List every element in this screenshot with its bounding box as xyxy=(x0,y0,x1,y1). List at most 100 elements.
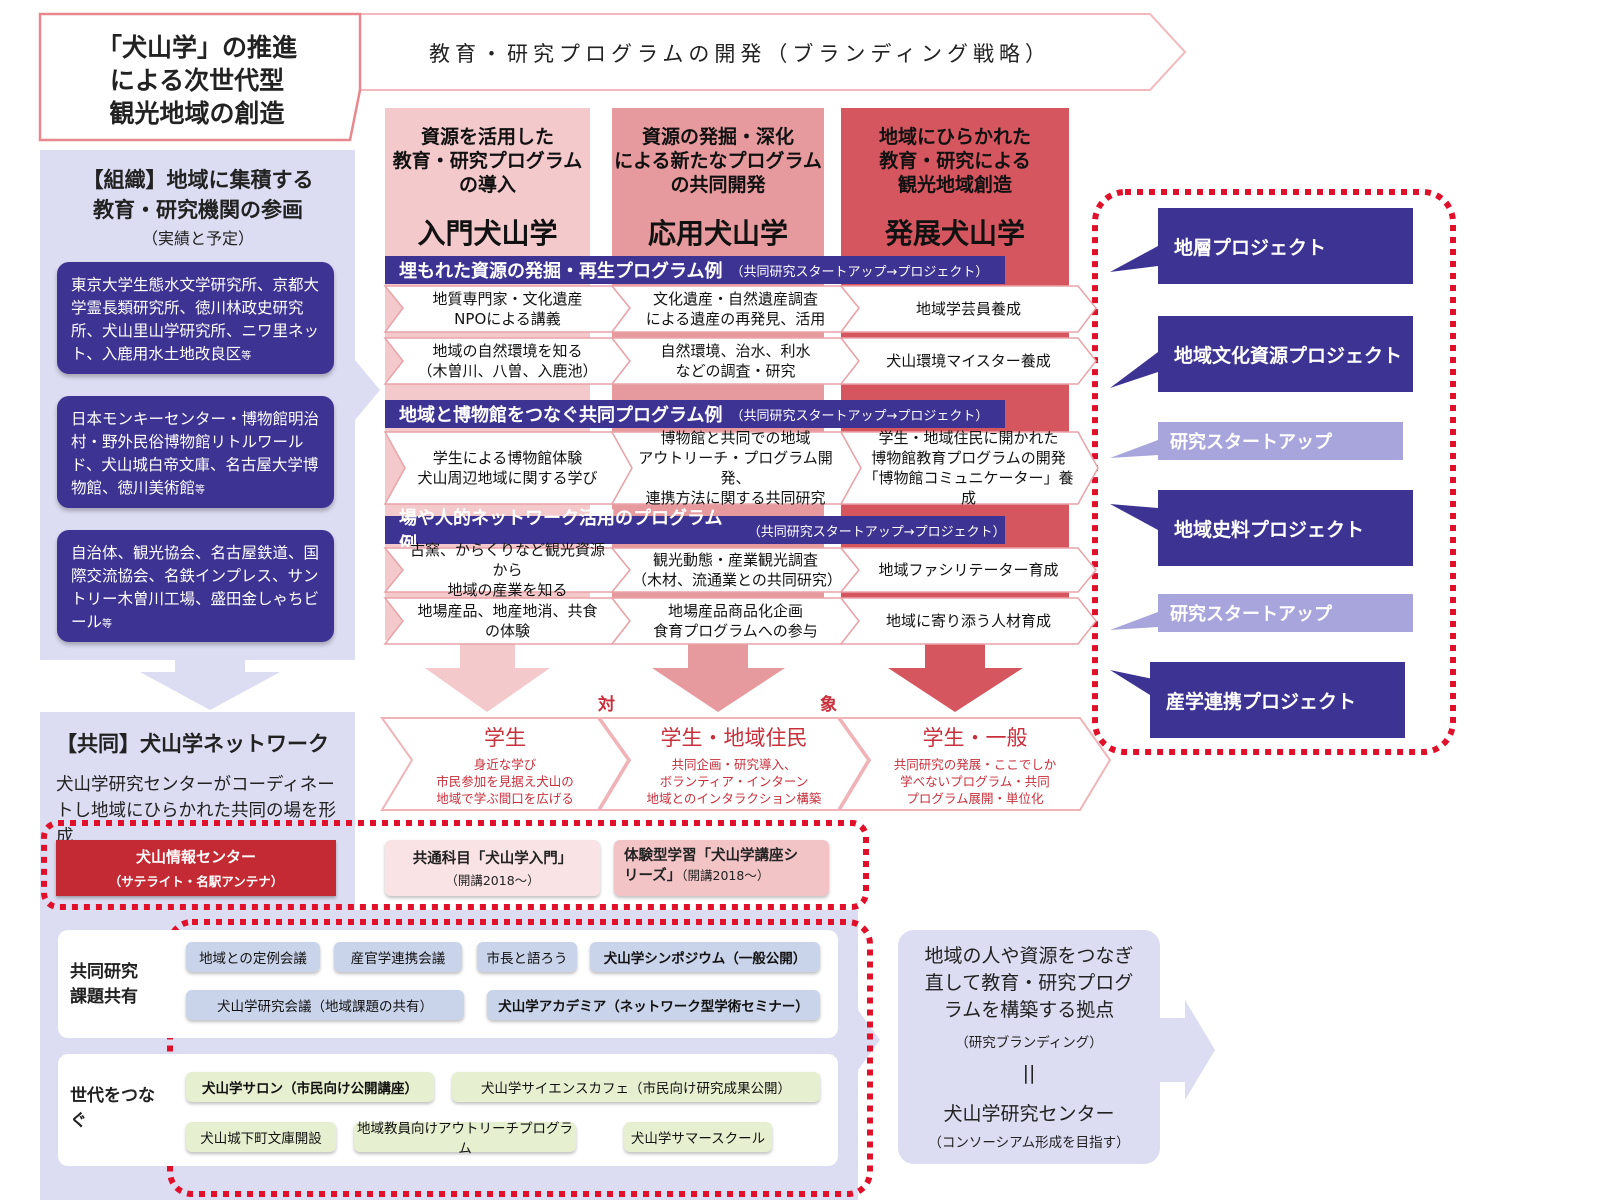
course-experience-box: 体験型学習「犬山学講座シ リーズ」（開講2018～） xyxy=(614,840,829,896)
program-cell: 地域の自然環境を知る （木曽川、八曽、入鹿池） xyxy=(417,342,598,380)
chevron xyxy=(839,285,1097,333)
band-1-header: 埋もれた資源の発掘・再生プログラム例 （共同研究スタートアップ→プロジェクト） xyxy=(385,256,1005,284)
pill-academia: 犬山学アカデミア（ネットワーク型学術セミナー） xyxy=(487,990,820,1020)
projects-dotted-frame xyxy=(1092,189,1456,755)
band-1-title: 埋もれた資源の発掘・再生プログラム例 xyxy=(399,261,723,282)
down-arrow xyxy=(140,660,280,710)
research-startup-2: 研究スタートアップ xyxy=(1158,594,1413,632)
main-title: 「犬山学」の推進 による次世代型 観光地域の創造 xyxy=(96,32,297,128)
program-cell: 地域ファシリテーター育成 xyxy=(878,561,1059,579)
band-3-header: 場や人的ネットワーク活用のプログラム例（共同研究スタートアップ→プロジェクト） xyxy=(385,508,1006,555)
pill-summer-school: 犬山学サマースクール xyxy=(624,1122,772,1152)
target-3-sub: 共同研究の発展・ここでしか 学べないプログラム・共同 プログラム展開・単位化 xyxy=(893,756,1057,806)
org-subtitle: （実績と予定） xyxy=(141,229,254,248)
target-chevron-2 xyxy=(598,717,870,811)
target-2-sub: 共同企画・研究導入、 ボランティア・インターン 地域とのインタラクション構築 xyxy=(646,756,822,806)
target-1-sub: 身近な学び 市民参加を見据え犬山の 地域で学ぶ間口を広げる xyxy=(436,756,574,806)
pill-mayor-talk: 市長と語ろう xyxy=(477,942,577,972)
pill-regional-meeting: 地域との定例会議 xyxy=(186,942,320,972)
pointer-1 xyxy=(1110,246,1158,272)
hub-center-sub: （コンソーシアム形成を目指す） xyxy=(928,1135,1130,1151)
band-2-note: （共同研究スタートアップ→プロジェクト） xyxy=(730,408,989,424)
org-suffix: 等 xyxy=(102,619,113,630)
column-3-title: 地域にひらかれた 教育・研究による 観光地域創造 xyxy=(878,126,1031,196)
pill-science-cafe: 犬山学サイエンスカフェ（市民向け研究成果公開） xyxy=(452,1072,820,1102)
column-1-title: 資源を活用した 教育・研究プログラム の導入 xyxy=(392,126,583,196)
program-cell: 学生による博物館体験 犬山周辺地域に関する学び xyxy=(417,449,598,487)
target-chevron-1 xyxy=(380,717,630,811)
column-1-name: 入門犬山学 xyxy=(417,217,558,250)
pointer-2 xyxy=(1110,352,1158,388)
program-cell: 古窯、からくりなど観光資源から 地域の産業を知る xyxy=(409,541,605,599)
chevron xyxy=(839,337,1097,385)
info-center-title: 犬山情報センター xyxy=(135,848,256,866)
target-2-title: 学生・地域住民 xyxy=(660,726,808,750)
hub-box xyxy=(898,930,1160,1164)
target-3-title: 学生・一般 xyxy=(922,726,1028,750)
hub-arrow xyxy=(1160,1000,1215,1100)
network-title: 【共同】犬山学ネットワーク xyxy=(56,732,329,756)
education-label: 世代をつなぐ 地域人教育 xyxy=(70,1086,155,1131)
org-box-universities: 東京大学生態水文学研究所、京都大学霊長類研究所、徳川林政史研究所、犬山里山学研究… xyxy=(57,262,334,374)
program-cell: 地域に寄り添う人材育成 xyxy=(885,612,1051,630)
program-cell: 地場産品商品化企画 食育プログラムへの参与 xyxy=(653,602,818,640)
band-3-note: （共同研究スタートアップ→プロジェクト） xyxy=(747,524,1006,540)
program-cell: 地域学芸員養成 xyxy=(915,300,1021,318)
org-suffix: 等 xyxy=(241,351,252,362)
course-intro-box: 共通科目「犬山学入門」 （開講2018～） xyxy=(385,840,600,896)
project-historical-documents: 地域史料プロジェクト xyxy=(1158,490,1413,566)
course-experience-title: 体験型学習「犬山学講座シ リーズ」 xyxy=(624,848,798,884)
pill-symposium: 犬山学シンポジウム（一般公開） xyxy=(590,942,820,972)
chevron xyxy=(839,547,1097,593)
column-arrow-1 xyxy=(425,640,550,712)
hub-equals: || xyxy=(1022,1062,1036,1084)
pointer-5 xyxy=(1110,612,1158,630)
program-cell: 地質専門家・文化遺産 NPOによる講義 xyxy=(432,290,583,328)
column-2-title: 資源の発掘・深化 による新たなプログラム の共同開発 xyxy=(614,126,822,196)
column-arrow-2 xyxy=(652,640,785,712)
org-title: 【組織】地域に集積する 教育・研究機関の参画 xyxy=(82,168,314,222)
column-2-name: 応用犬山学 xyxy=(647,217,788,250)
program-cell: 犬山環境マイスター養成 xyxy=(886,352,1051,370)
project-geology: 地層プロジェクト xyxy=(1158,208,1413,284)
program-cell: 地場産品、地産地消、共食 の体験 xyxy=(417,602,598,640)
column-3-name: 発展犬山学 xyxy=(884,217,1025,250)
org-box-museums: 日本モンキーセンター・博物館明治村・野外民俗博物館リトルワールド、犬山城白帝文庫… xyxy=(57,396,334,508)
pill-industry-meeting: 産官学連携会議 xyxy=(334,942,462,972)
bottom-arrow-tip xyxy=(858,1010,880,1070)
org-text: 自治体、観光協会、名古屋鉄道、国際交流協会、名鉄インプレス、サントリー木曽川工場… xyxy=(71,544,320,631)
pill-teacher-outreach: 地域教員向けアウトリーチプログラム xyxy=(354,1121,576,1157)
hub-subtitle: （研究ブランディング） xyxy=(955,1035,1103,1051)
project-industry-academia: 産学連携プロジェクト xyxy=(1150,662,1405,738)
pill-research-meeting: 犬山学研究会議（地域課題の共有） xyxy=(186,990,464,1020)
course-experience-sub: （開講2018～） xyxy=(681,868,770,883)
project-cultural-resources: 地域文化資源プロジェクト xyxy=(1158,316,1413,392)
program-cell: 博物館と共同での地域 アウトリーチ・プログラム開発、 連携方法に関する共同研究 xyxy=(638,429,833,507)
org-box-local: 自治体、観光協会、名古屋鉄道、国際交流協会、名鉄インプレス、サントリー木曽川工場… xyxy=(57,530,334,642)
org-suffix: 等 xyxy=(195,485,206,496)
course-intro-sub: （開講2018～） xyxy=(445,873,540,888)
org-arrow xyxy=(355,360,380,420)
band-1-note: （共同研究スタートアップ→プロジェクト） xyxy=(730,264,989,280)
program-cell: 文化遺産・自然遺産調査 による遺産の再発見、活用 xyxy=(645,290,826,328)
hub-title: 地域の人や資源をつなぎ 直して教育・研究プログ ラムを構築する拠点 xyxy=(924,944,1134,1021)
org-text: 東京大学生態水文学研究所、京都大学霊長類研究所、徳川林政史研究所、犬山里山学研究… xyxy=(71,276,320,363)
info-center-box: 犬山情報センター （サテライト・名駅アンテナ） xyxy=(56,840,336,896)
program-cell: 観光動態・産業観光調査 （木材、流通業との共同研究） xyxy=(632,551,842,589)
chevron xyxy=(839,597,1097,645)
pill-castle-library: 犬山城下町文庫開設 xyxy=(186,1122,336,1152)
pill-salon: 犬山学サロン（市民向け公開講座） xyxy=(186,1072,434,1102)
course-intro-title: 共通科目「犬山学入門」 xyxy=(412,851,573,867)
info-dotted-frame xyxy=(41,820,869,910)
pointer-4 xyxy=(1110,504,1158,530)
info-center-sub: （サテライト・名駅アンテナ） xyxy=(108,874,284,889)
program-cell: 自然環境、治水、利水 などの調査・研究 xyxy=(660,342,811,380)
target-label-1: 対 xyxy=(598,695,615,715)
target-label-2: 象 xyxy=(820,695,837,715)
target-chevron-3 xyxy=(838,717,1112,811)
pointer-3 xyxy=(1110,440,1158,458)
band-2-title: 地域と博物館をつなぐ共同プログラム例 xyxy=(399,405,723,426)
banner-label: 教育・研究プログラムの開発（ブランディング戦略） xyxy=(429,42,1051,66)
column-arrow-3 xyxy=(888,640,1023,712)
